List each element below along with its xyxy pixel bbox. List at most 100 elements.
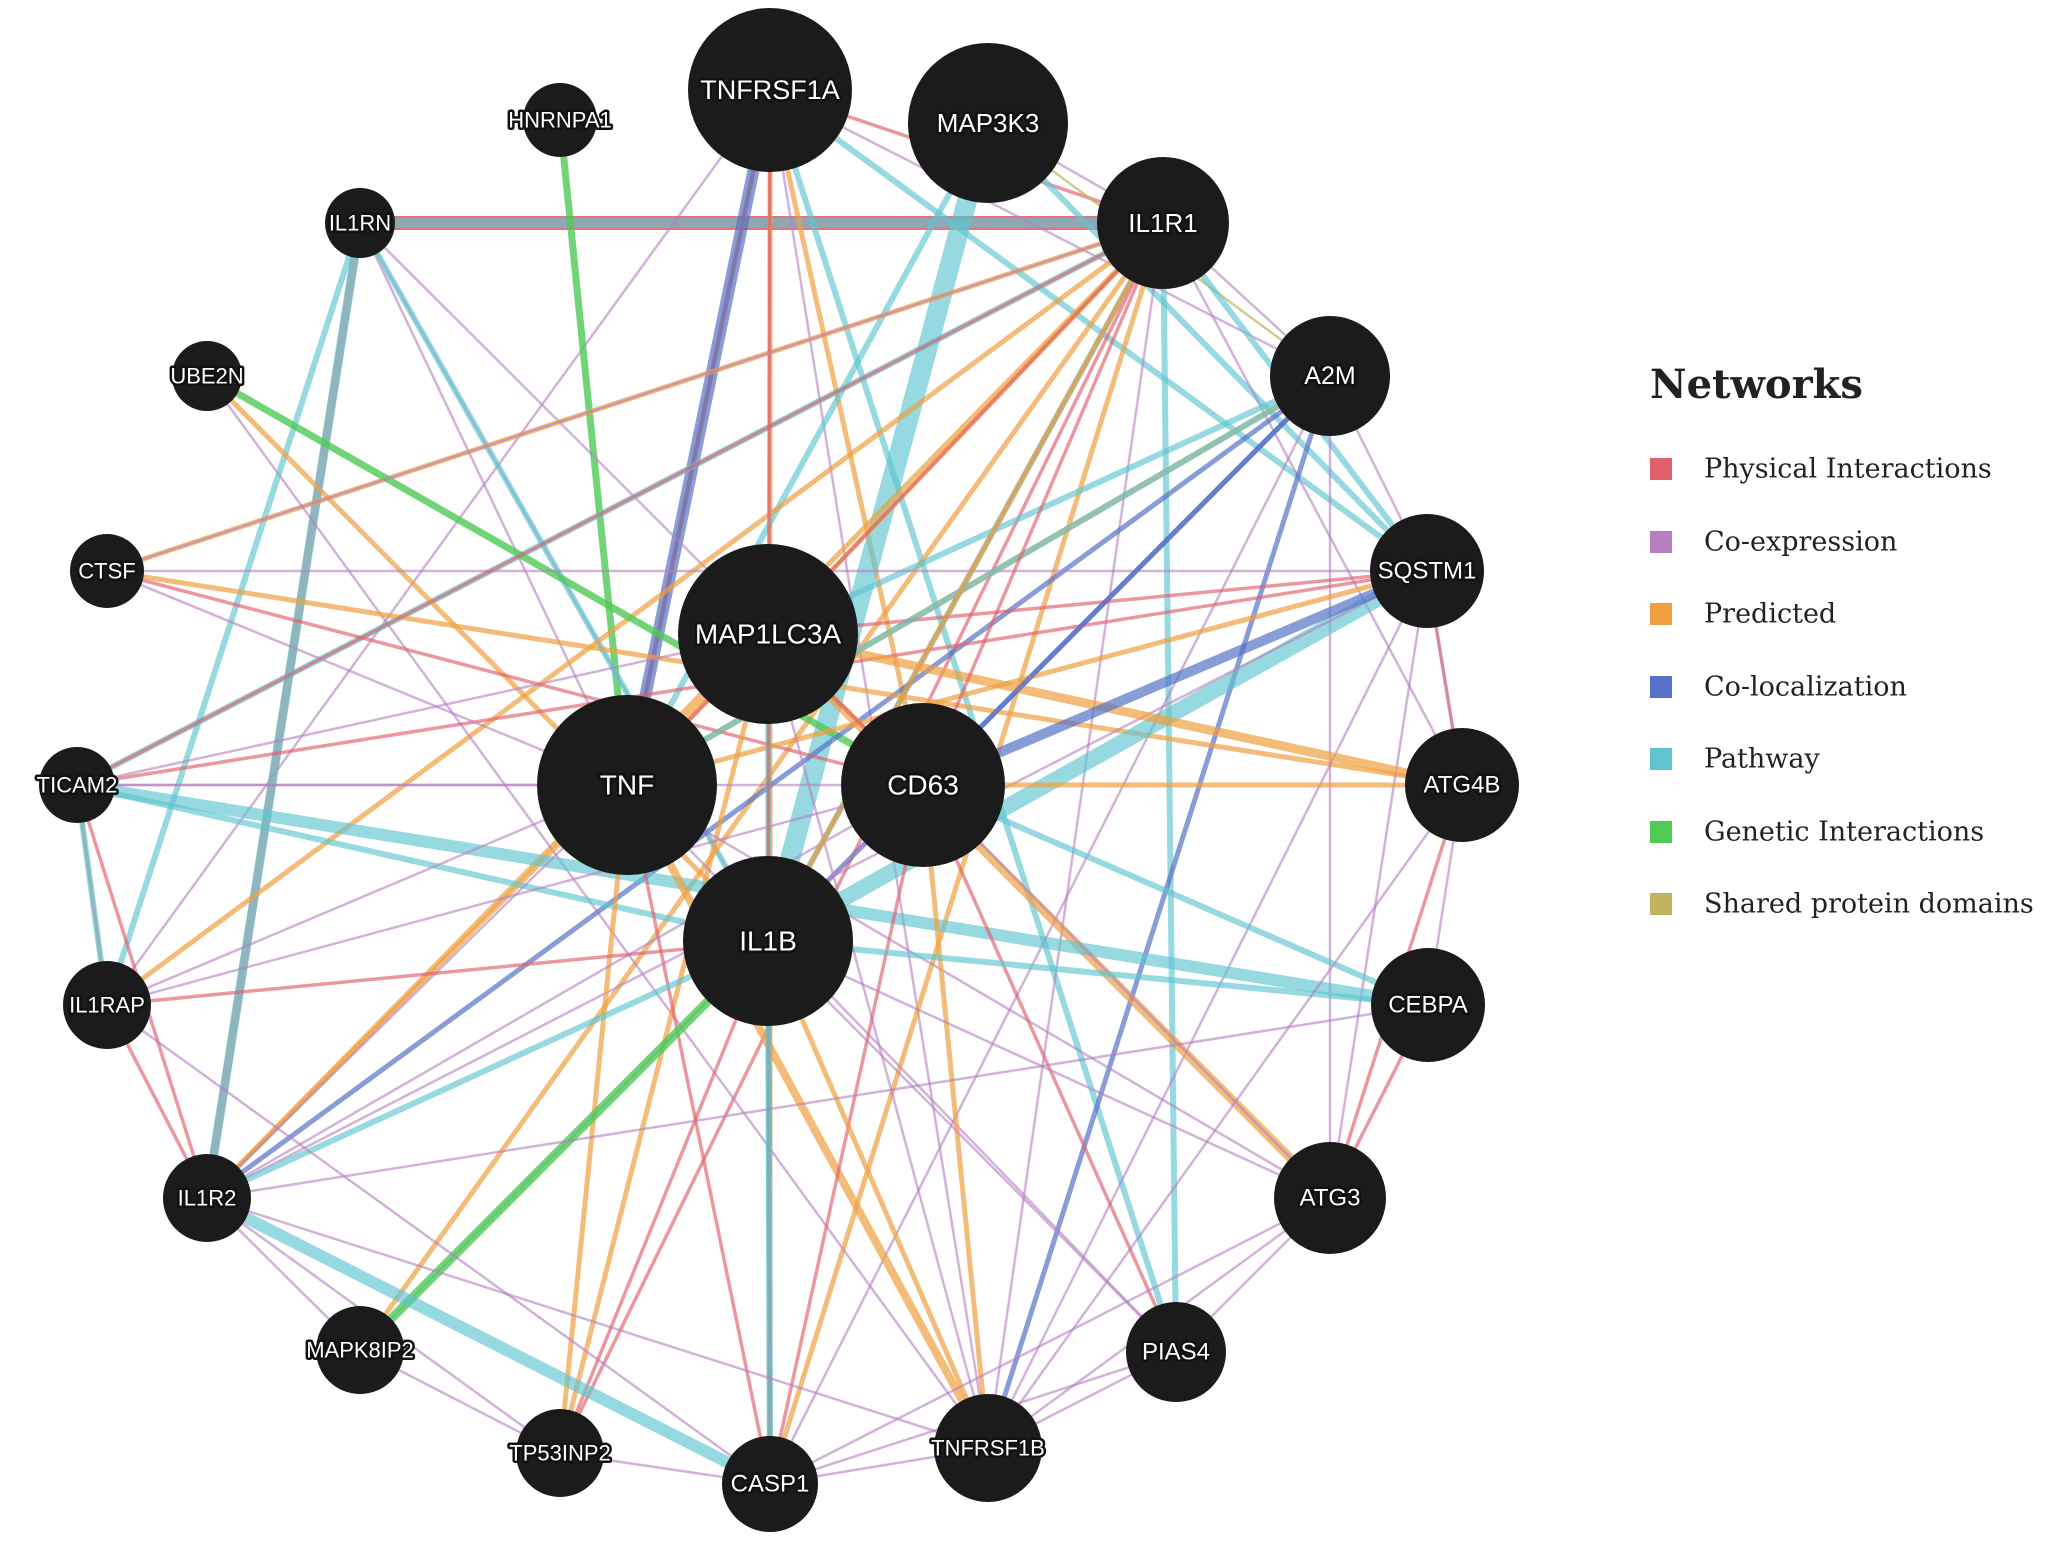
node-label-atg4b: ATG4B bbox=[1424, 772, 1501, 799]
node-circle-il1r2[interactable] bbox=[163, 1154, 251, 1242]
node-tnfrsf1a[interactable]: TNFRSF1A bbox=[688, 8, 852, 172]
edge-predicted-map1lc3a-atg4b bbox=[767, 629, 1463, 790]
node-circle-map3k3[interactable] bbox=[908, 43, 1068, 203]
node-label-tnfrsf1b: TNFRSF1B bbox=[931, 1436, 1045, 1461]
legend-label-physical: Physical Interactions bbox=[1704, 454, 1992, 485]
node-casp1[interactable]: CASP1 bbox=[722, 1436, 818, 1532]
edge-predicted-il1b-tnfrsf1b bbox=[765, 940, 991, 1449]
edge-pathway-il1r2-casp1 bbox=[204, 1192, 773, 1490]
edge-pathway-sqstm1-il1b bbox=[764, 564, 1431, 948]
node-il1rap[interactable]: IL1RAP bbox=[63, 961, 151, 1049]
edge-coexpression-map1lc3a-tnfrsf1b bbox=[766, 633, 990, 1449]
node-tnf[interactable]: TNF bbox=[537, 695, 717, 875]
legend-item-predicted: Predicted bbox=[1650, 599, 1836, 630]
node-circle-ctsf[interactable] bbox=[70, 534, 144, 608]
node-ticam2[interactable]: TICAM2 bbox=[34, 747, 120, 823]
legend-item-colocalization: Co-localization bbox=[1650, 672, 1907, 703]
node-label-mapk8ip2: MAPK8IP2 bbox=[306, 1338, 414, 1363]
node-map3k3[interactable]: MAP3K3 bbox=[908, 43, 1068, 203]
node-label-pias4: PIAS4 bbox=[1142, 1339, 1210, 1366]
node-circle-il1rn[interactable] bbox=[325, 188, 395, 258]
edge-coexpression-tnfrsf1a-a2m bbox=[769, 88, 1331, 378]
node-circle-il1b[interactable] bbox=[683, 856, 853, 1026]
node-label-il1b: IL1B bbox=[739, 926, 797, 957]
node-circle-pias4[interactable] bbox=[1126, 1302, 1226, 1402]
edge-genetic-ube2n-cd63 bbox=[205, 372, 925, 789]
node-circle-casp1[interactable] bbox=[722, 1436, 818, 1532]
edge-pathway-tnfrsf1a-sqstm1 bbox=[768, 87, 1429, 574]
legend-label-pathway: Pathway bbox=[1704, 744, 1820, 775]
node-circle-atg3[interactable] bbox=[1274, 1142, 1386, 1254]
node-circle-mapk8ip2[interactable] bbox=[316, 1306, 404, 1394]
node-tnfrsf1b[interactable]: TNFRSF1B bbox=[929, 1394, 1047, 1502]
node-ctsf[interactable]: CTSF bbox=[70, 534, 144, 608]
legend-label-genetic: Genetic Interactions bbox=[1704, 817, 1984, 848]
legend-swatch-domains bbox=[1650, 893, 1672, 915]
node-circle-tnf[interactable] bbox=[537, 695, 717, 875]
node-sqstm1[interactable]: SQSTM1 bbox=[1370, 514, 1484, 628]
node-il1r2[interactable]: IL1R2 bbox=[163, 1154, 251, 1242]
node-tp53inp2[interactable]: TP53INP2 bbox=[507, 1409, 613, 1497]
node-ube2n[interactable]: UBE2N bbox=[168, 341, 246, 411]
edge-predicted-il1b-il1r1 bbox=[765, 221, 1166, 943]
node-pias4[interactable]: PIAS4 bbox=[1126, 1302, 1226, 1402]
node-hnrnpa1[interactable]: HNRNPA1 bbox=[506, 83, 614, 157]
node-label-ctsf: CTSF bbox=[78, 559, 135, 584]
edge-coexpression-atg3-casp1 bbox=[769, 1196, 1331, 1486]
edge-coexpression-il1r2-tnfrsf1b bbox=[206, 1196, 989, 1450]
edge-coexpression-il1rap-casp1 bbox=[106, 1003, 771, 1486]
node-circle-a2m[interactable] bbox=[1270, 316, 1390, 436]
edge-coexpression-ctsf-il1r1 bbox=[106, 221, 1164, 573]
node-circle-hnrnpa1[interactable] bbox=[523, 83, 597, 157]
node-circle-tp53inp2[interactable] bbox=[516, 1409, 604, 1497]
node-cebpa[interactable]: CEBPA bbox=[1371, 948, 1485, 1062]
node-mapk8ip2[interactable]: MAPK8IP2 bbox=[304, 1306, 416, 1394]
edge-predicted-tnfrsf1a-cd63 bbox=[767, 89, 926, 786]
node-circle-tnfrsf1a[interactable] bbox=[688, 8, 852, 172]
legend-label-predicted: Predicted bbox=[1704, 599, 1836, 630]
node-label-casp1: CASP1 bbox=[731, 1471, 810, 1498]
edge-coexpression-sqstm1-atg3 bbox=[1328, 570, 1429, 1199]
node-il1rn[interactable]: IL1RN bbox=[325, 188, 395, 258]
legend-swatch-genetic bbox=[1650, 821, 1672, 843]
node-circle-ticam2[interactable] bbox=[39, 747, 115, 823]
edge-colocalization-cd63-a2m bbox=[921, 374, 1332, 787]
node-il1b[interactable]: IL1B bbox=[683, 856, 853, 1026]
edge-coexpression-sqstm1-tnfrsf1b bbox=[986, 570, 1429, 1449]
node-circle-map1lc3a[interactable] bbox=[678, 544, 858, 724]
node-label-cd63: CD63 bbox=[887, 770, 959, 801]
node-circle-atg4b[interactable] bbox=[1405, 728, 1519, 842]
node-circle-il1r1[interactable] bbox=[1097, 157, 1229, 289]
edge-coexpression-ctsf-tnf bbox=[106, 569, 628, 787]
edge-colocalization-cd63-sqstm1 bbox=[921, 566, 1429, 790]
node-circle-tnfrsf1b[interactable] bbox=[934, 1394, 1042, 1502]
edge-pathway-cd63-cebpa bbox=[921, 782, 1430, 1008]
edge-pathway-map3k3-sqstm1 bbox=[985, 120, 1430, 574]
edge-pathway-map3k3-tnf bbox=[624, 121, 991, 787]
node-map1lc3a[interactable]: MAP1LC3A bbox=[678, 544, 858, 724]
node-circle-ube2n[interactable] bbox=[172, 341, 242, 411]
node-a2m[interactable]: A2M bbox=[1270, 316, 1390, 436]
edge-physical-cd63-casp1 bbox=[768, 784, 925, 1485]
node-cd63[interactable]: CD63 bbox=[841, 703, 1005, 867]
node-atg3[interactable]: ATG3 bbox=[1274, 1142, 1386, 1254]
node-label-atg3: ATG3 bbox=[1300, 1185, 1361, 1212]
node-label-a2m: A2M bbox=[1304, 362, 1355, 390]
node-il1r1[interactable]: IL1R1 bbox=[1097, 157, 1229, 289]
edge-coexpression-a2m-casp1 bbox=[768, 375, 1332, 1485]
node-circle-il1rap[interactable] bbox=[63, 961, 151, 1049]
legend-title: Networks bbox=[1650, 361, 1863, 408]
node-label-il1r2: IL1R2 bbox=[178, 1186, 237, 1211]
node-atg4b[interactable]: ATG4B bbox=[1405, 728, 1519, 842]
edge-coexpression-il1r1-atg4b bbox=[1161, 222, 1464, 786]
edge-coexpression-il1rn-tnf bbox=[358, 222, 629, 786]
node-circle-cebpa[interactable] bbox=[1371, 948, 1485, 1062]
node-label-il1rn: IL1RN bbox=[329, 211, 391, 236]
node-circle-cd63[interactable] bbox=[841, 703, 1005, 867]
node-circle-sqstm1[interactable] bbox=[1370, 514, 1484, 628]
legend-swatch-physical bbox=[1650, 458, 1672, 480]
edge-coexpression-cd63-atg3 bbox=[922, 784, 1331, 1199]
edge-coexpression-cd63-il1r2 bbox=[206, 783, 924, 1200]
edge-physical-sqstm1-map1lc3a bbox=[767, 569, 1428, 636]
